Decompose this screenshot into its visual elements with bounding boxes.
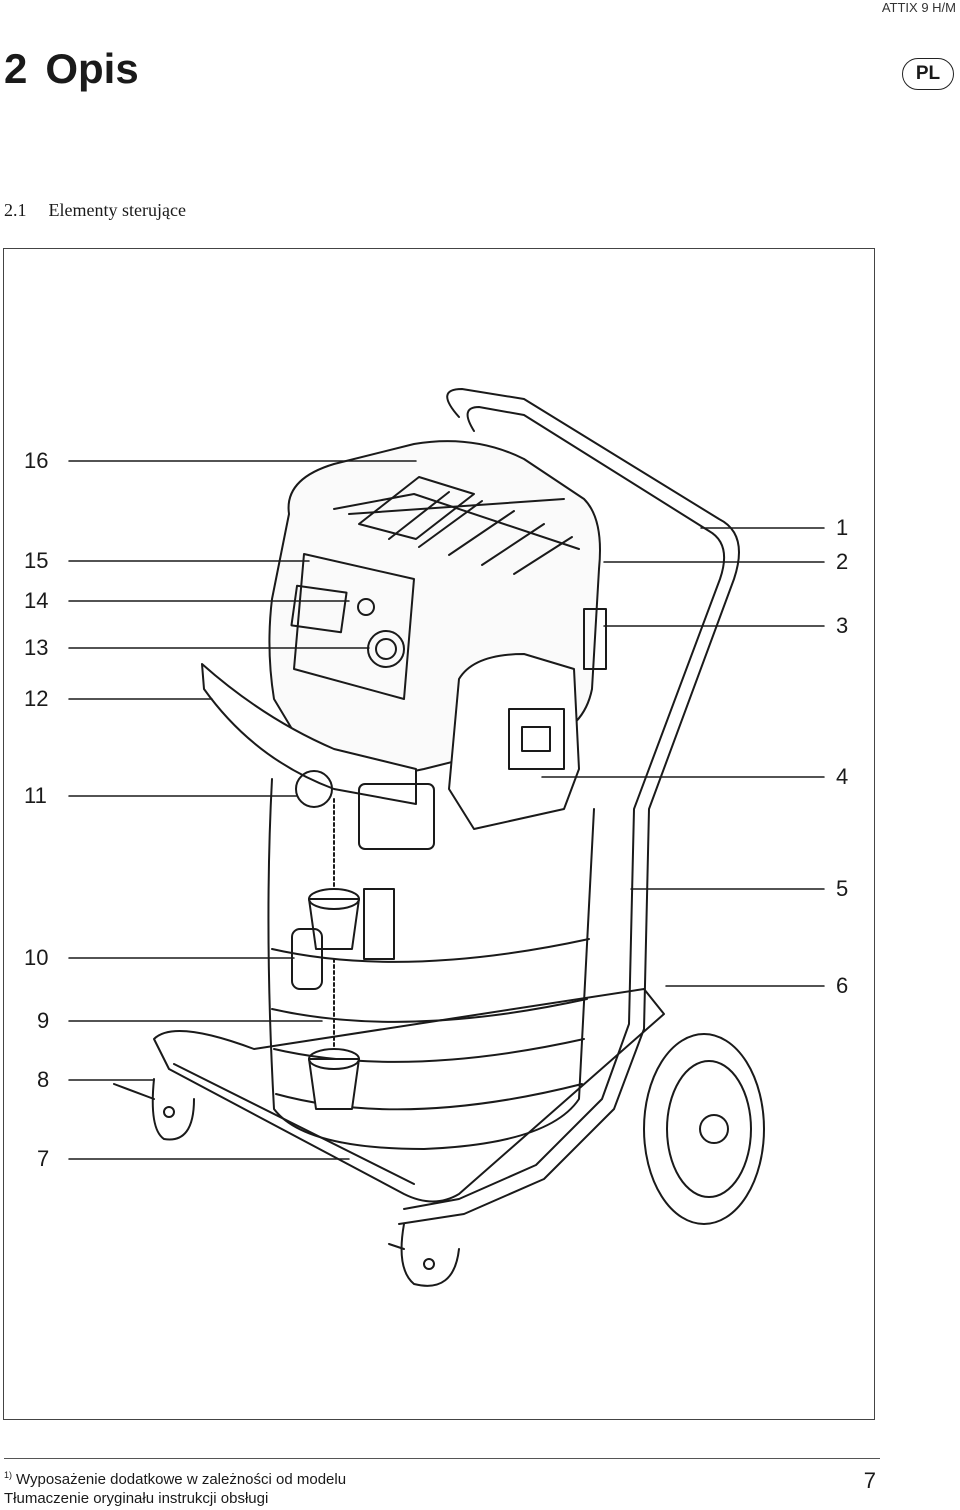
footnote-marker: 1) bbox=[4, 1470, 13, 1480]
model-label: ATTIX 9 H/M bbox=[881, 0, 956, 15]
chapter-title: 2 Opis bbox=[4, 48, 139, 90]
translation-note: Tłumaczenie oryginału instrukcji obsługi bbox=[4, 1490, 269, 1507]
callout-8: 8 bbox=[37, 1067, 50, 1092]
callout-7: 7 bbox=[37, 1146, 50, 1171]
callout-11: 11 bbox=[24, 783, 47, 808]
callout-13: 13 bbox=[24, 635, 49, 660]
language-badge: PL bbox=[902, 58, 954, 90]
callout-16: 16 bbox=[24, 448, 49, 473]
section-title: 2.1 Elementy sterujące bbox=[4, 200, 186, 221]
section-title-text: Elementy sterujące bbox=[48, 200, 186, 220]
callout-1: 1 bbox=[836, 515, 849, 540]
footnote-text: Wyposażenie dodatkowe w zależności od mo… bbox=[16, 1471, 347, 1488]
vacuum-cleaner-figure: 16 15 14 13 12 11 10 9 8 7 1 2 3 4 5 6 bbox=[3, 248, 875, 1420]
callout-10: 10 bbox=[24, 945, 49, 970]
callout-9: 9 bbox=[37, 1008, 50, 1033]
leader-lines-right bbox=[541, 527, 825, 987]
page-number: 7 bbox=[863, 1468, 876, 1493]
chassis bbox=[113, 988, 765, 1287]
callout-5: 5 bbox=[836, 876, 849, 901]
callout-15: 15 bbox=[24, 548, 49, 573]
callout-14: 14 bbox=[24, 588, 49, 613]
bumper-handle bbox=[201, 663, 417, 805]
chapter-number: 2 bbox=[4, 45, 28, 92]
motor-head bbox=[268, 440, 607, 830]
callout-4: 4 bbox=[836, 764, 849, 789]
section-number: 2.1 bbox=[4, 200, 27, 220]
handle-frame bbox=[398, 388, 740, 1225]
callout-2: 2 bbox=[836, 549, 849, 574]
footnote: 1)Wyposażenie dodatkowe w zależności od … bbox=[4, 1470, 346, 1488]
callout-12: 12 bbox=[24, 686, 49, 711]
chapter-title-text: Opis bbox=[45, 45, 139, 92]
container-drum bbox=[267, 778, 595, 1150]
callout-3: 3 bbox=[836, 613, 849, 638]
callout-6: 6 bbox=[836, 973, 849, 998]
footer-divider bbox=[4, 1458, 880, 1459]
vacuum-illustration bbox=[68, 388, 825, 1287]
leader-lines-left bbox=[68, 460, 417, 1160]
filter-caps bbox=[291, 770, 360, 1110]
